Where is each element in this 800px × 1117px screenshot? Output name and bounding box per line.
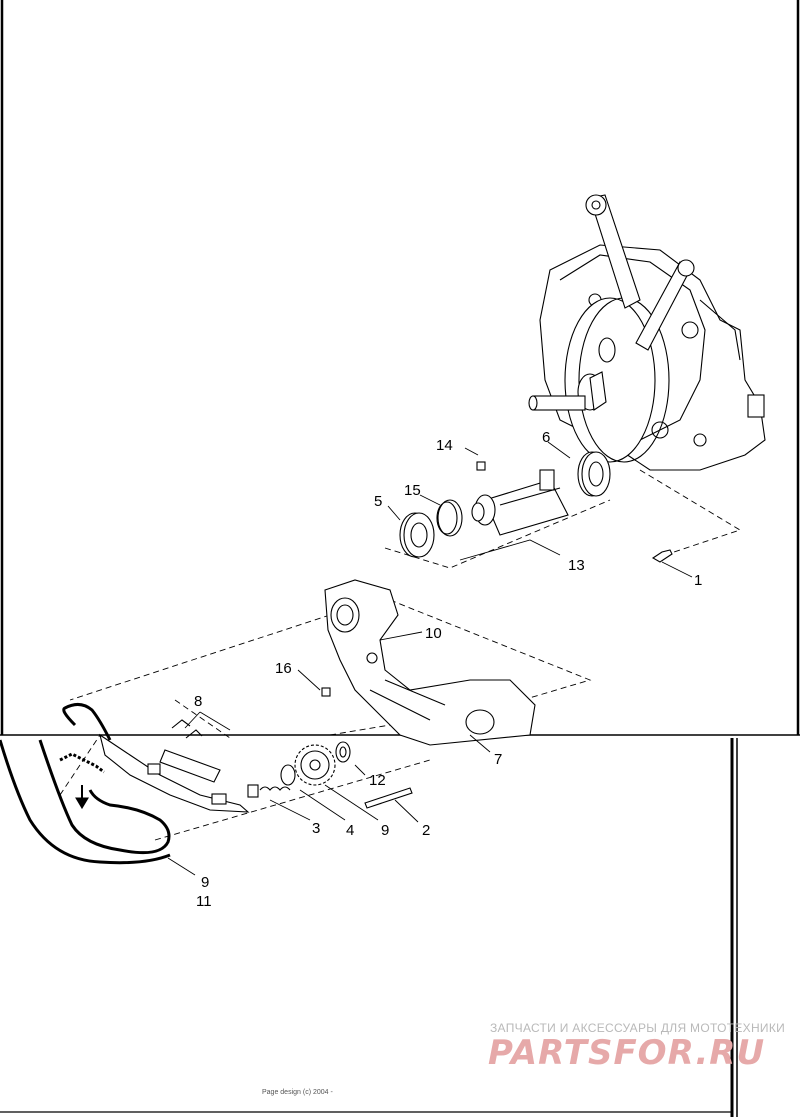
bearing-6 bbox=[577, 451, 611, 497]
crankcase-assembly bbox=[528, 194, 766, 471]
callout-2: 2 bbox=[422, 822, 430, 839]
dashed-leaders bbox=[59, 469, 742, 841]
drive-chain-loop bbox=[0, 703, 171, 865]
callout-7: 7 bbox=[494, 751, 502, 768]
callout-leaders bbox=[167, 441, 693, 876]
cover-housing bbox=[321, 579, 536, 746]
callout-1: 1 bbox=[694, 572, 702, 589]
watermark-tagline: ЗАПЧАСТИ И АКСЕССУАРЫ ДЛЯ МОТОТЕХНИКИ bbox=[490, 1021, 786, 1035]
tensioner-parts bbox=[59, 719, 413, 813]
shaft-assembly-13 bbox=[471, 469, 569, 536]
small-parts bbox=[399, 461, 673, 563]
callout-5: 5 bbox=[374, 493, 382, 510]
callout-16: 16 bbox=[275, 660, 292, 677]
callout-14: 14 bbox=[436, 437, 453, 454]
callout-11: 11 bbox=[196, 893, 212, 910]
watermark-logo: PARTSFOR.RU bbox=[488, 1033, 766, 1073]
callout-4: 4 bbox=[346, 822, 354, 839]
callout-10: 10 bbox=[425, 625, 442, 642]
footer-note: Page design (c) 2004 - bbox=[262, 1089, 333, 1096]
callout-6: 6 bbox=[542, 429, 550, 446]
callout-3: 3 bbox=[312, 820, 320, 837]
callout-15: 15 bbox=[404, 482, 421, 499]
callout-13: 13 bbox=[568, 557, 585, 574]
callout-8: 8 bbox=[194, 693, 202, 710]
callout-labels: 1 2 3 4 5 6 7 8 9 9 10 11 12 13 14 15 16 bbox=[194, 429, 702, 910]
callout-9-chain: 9 bbox=[201, 874, 209, 891]
callout-9-sprocket: 9 bbox=[381, 822, 389, 839]
callout-12: 12 bbox=[369, 772, 386, 789]
